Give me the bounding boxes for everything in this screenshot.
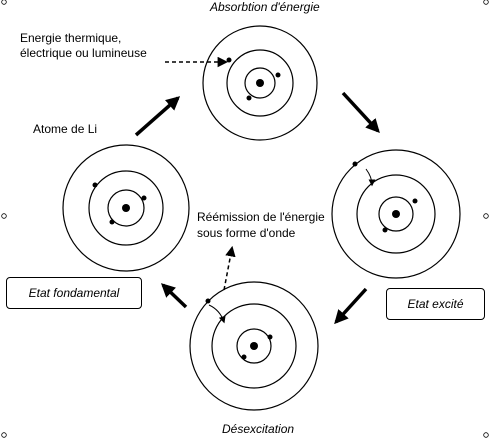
atom-top — [202, 25, 318, 141]
deexcitation-label: Désexcitation — [222, 422, 295, 436]
reemission-label-line1: Réémission de l'énergie — [197, 210, 325, 224]
electron — [226, 57, 232, 63]
electron — [141, 195, 147, 201]
nucleus — [250, 342, 258, 350]
atom-right — [331, 149, 461, 279]
nucleus — [256, 79, 264, 87]
electron — [241, 354, 247, 360]
atom-label: Atome de Li — [33, 122, 98, 136]
ground-state-label: Etat fondamental — [28, 286, 120, 300]
nucleus — [122, 204, 130, 212]
absorption-label: Absorbtion d'énergie — [210, 0, 320, 14]
electron — [246, 95, 252, 101]
cycle-arrow-right-down — [341, 91, 380, 134]
electron — [92, 182, 98, 188]
nucleus — [392, 210, 400, 218]
electron — [382, 227, 388, 233]
atom-left — [62, 144, 190, 272]
excited-state-label: Etat excité — [407, 297, 464, 311]
atom-bottom — [189, 281, 319, 411]
cycle-arrow-up-left — [160, 283, 188, 309]
cycle-arrow-up — [134, 96, 181, 137]
electron-jump-arrow — [365, 168, 376, 187]
electron — [109, 219, 115, 225]
energy-source-label-line2: électrique ou lumineuse — [20, 46, 147, 60]
excited-state-box: Etat excité — [386, 288, 485, 320]
electron-fall-arrow — [208, 304, 226, 324]
electron — [275, 72, 281, 78]
emission-arrow — [223, 245, 236, 291]
energy-source-label-line1: Energie thermique, — [20, 31, 122, 45]
electron — [267, 334, 273, 340]
electron — [352, 161, 358, 167]
reemission-label-line2: sous forme d'onde — [197, 226, 296, 240]
cycle-arrow-down-left — [334, 287, 368, 325]
ground-state-box: Etat fondamental — [6, 277, 142, 309]
electron — [205, 298, 211, 304]
electron — [412, 198, 418, 204]
